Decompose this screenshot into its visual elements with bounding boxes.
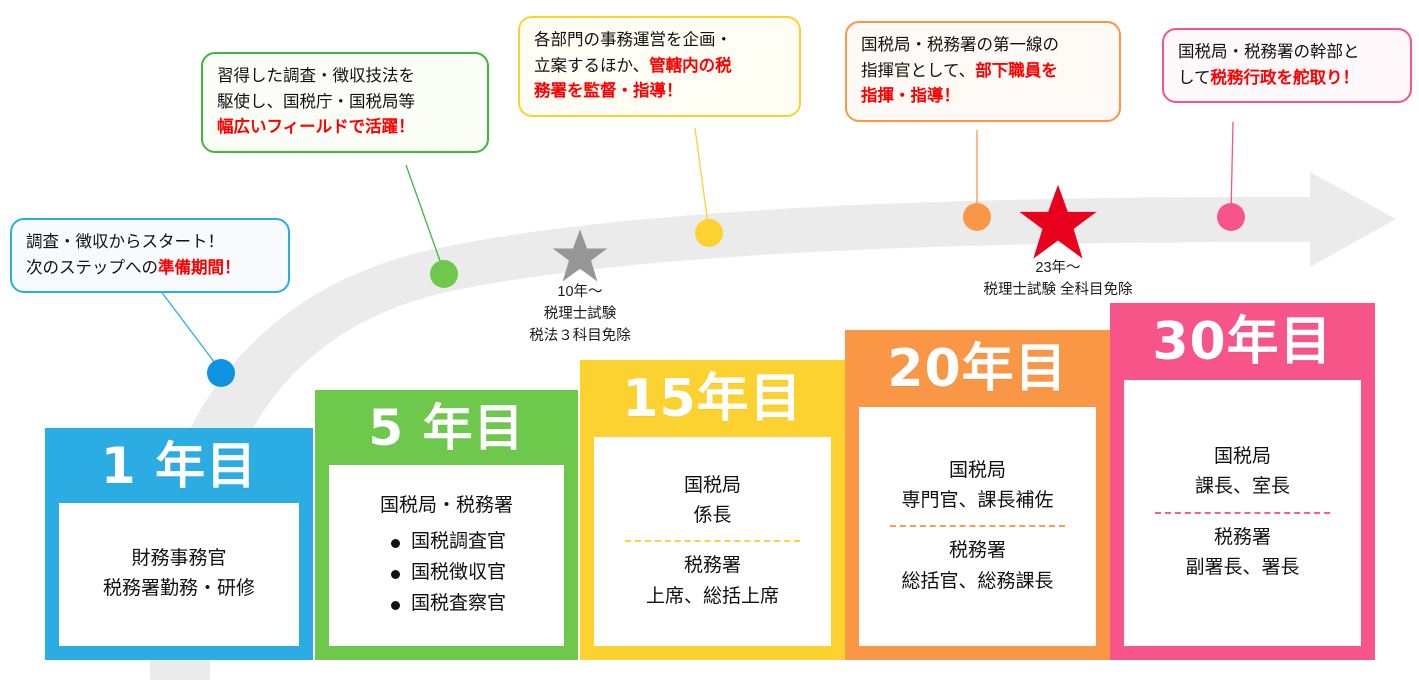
list-item: 国税査察官 — [387, 589, 506, 620]
step-card-year-20-divider — [889, 525, 1066, 528]
step-card-year-20-title: 20年目 — [887, 339, 1068, 399]
callout-text: 習得した調査・徴収技法を — [217, 67, 415, 85]
step-card-year-15-line-1: 国税局 — [683, 474, 741, 496]
step-card-year-30-title: 30年目 — [1152, 312, 1333, 372]
leader-line-1 — [159, 289, 222, 372]
milestone-dot-year-1 — [207, 359, 235, 387]
step-card-year-20-line-2: 専門官、課長補佐 — [901, 489, 1054, 511]
step-card-year-15-title: 15年目 — [622, 369, 803, 429]
callout-highlight-text: 幅広いフィールドで活躍！ — [217, 118, 415, 137]
callout-highlight-text: 準備期間！ — [158, 258, 241, 277]
list-item: 国税徴収官 — [387, 558, 506, 589]
callout-year-5-line-1: 習得した調査・徴収技法を — [217, 64, 473, 90]
gray-star-caption-line-3: 税法３科目免除 — [529, 327, 631, 344]
callout-year-30-line-1: 国税局・税務署の幹部と — [1178, 40, 1396, 66]
step-card-year-30-divider — [1154, 511, 1331, 514]
gray-star-icon — [552, 229, 608, 282]
milestone-dot-year-5 — [430, 260, 458, 288]
callout-text: 指揮官として、 — [861, 61, 976, 80]
step-card-year-1-body: 財務事務官 税務署勤務・研修 — [59, 502, 299, 646]
red-star-caption-line-1: 23年〜 — [1035, 260, 1081, 276]
callout-year-1-line-2: 次のステップへの準備期間！ — [26, 256, 274, 282]
step-card-year-15-line-4: 上席、総括上席 — [645, 585, 779, 607]
step-card-year-15-line-3: 税務署 — [683, 555, 741, 577]
callout-year-5[interactable]: 習得した調査・徴収技法を 駆使し、国税庁・国税局等 幅広いフィールドで活躍！ — [201, 52, 489, 153]
callout-year-15-line-2: 立案するほか、管轄内の税 — [534, 54, 785, 80]
step-card-year-1[interactable]: 1 年目 財務事務官 税務署勤務・研修 — [45, 428, 313, 660]
callout-highlight-text: 務署を監督・指導！ — [534, 82, 683, 101]
step-card-year-30-line-4: 副署長、署長 — [1185, 557, 1300, 579]
leader-line-2 — [405, 164, 445, 273]
step-card-year-1-line-2: 税務署勤務・研修 — [102, 578, 255, 600]
callout-text: 次のステップへの — [26, 258, 158, 277]
step-card-year-30-body: 国税局 課長、室長 税務署 副署長、署長 — [1124, 379, 1361, 646]
callout-highlight-text: 部下職員を — [975, 61, 1058, 80]
callout-text: 立案するほか、 — [534, 56, 650, 75]
step-card-year-20[interactable]: 20年目 国税局 専門官、課長補佐 税務署 総括官、総務課長 — [845, 330, 1110, 660]
step-card-year-15[interactable]: 15年目 国税局 係長 税務署 上席、総括上席 — [580, 360, 845, 660]
step-card-year-15-body: 国税局 係長 税務署 上席、総括上席 — [594, 436, 831, 646]
milestone-dot-year-15 — [695, 219, 723, 247]
step-card-year-20-line-4: 総括官、総務課長 — [901, 570, 1054, 592]
callout-text: 各部門の事務運営を企画・ — [534, 31, 732, 49]
step-card-year-20-line-1: 国税局 — [948, 459, 1006, 481]
callout-year-20[interactable]: 国税局・税務署の第一線の 指揮官として、部下職員を 指揮・指導！ — [845, 21, 1121, 122]
callout-year-15[interactable]: 各部門の事務運営を企画・ 立案するほか、管轄内の税 務署を監督・指導！ — [518, 16, 801, 117]
callout-year-20-line-3: 指揮・指導！ — [861, 84, 1105, 110]
gray-star-caption: 10年〜 税理士試験 税法３科目免除 — [480, 282, 680, 347]
step-card-year-20-line-3: 税務署 — [948, 540, 1006, 562]
callout-year-30-line-2: して税務行政を舵取り！ — [1178, 66, 1396, 92]
leader-line-5 — [1230, 121, 1234, 215]
step-card-year-5[interactable]: 5 年目 国税局・税務署 国税調査官 国税徴収官 国税査察官 — [315, 390, 578, 660]
step-card-year-30-line-2: 課長、室長 — [1194, 476, 1290, 498]
gray-star-caption-line-2: 税理士試験 — [543, 305, 617, 322]
step-card-year-1-line-1: 財務事務官 — [131, 547, 227, 569]
step-card-year-5-header: 国税局・税務署 — [379, 494, 513, 516]
step-card-year-30-line-1: 国税局 — [1213, 446, 1271, 468]
red-star-caption: 23年〜 税理士試験 全科目免除 — [938, 258, 1178, 302]
callout-year-30[interactable]: 国税局・税務署の幹部と して税務行政を舵取り！ — [1162, 28, 1412, 104]
callout-highlight-text: 税務行政を舵取り！ — [1210, 68, 1360, 87]
step-card-year-5-body: 国税局・税務署 国税調査官 国税徴収官 国税査察官 — [329, 464, 564, 646]
step-card-year-15-divider — [624, 540, 801, 543]
callout-year-5-line-2: 駆使し、国税庁・国税局等 — [217, 90, 473, 116]
step-card-year-1-title: 1 年目 — [100, 437, 258, 495]
step-card-year-20-body: 国税局 専門官、課長補佐 税務署 総括官、総務課長 — [859, 406, 1096, 646]
step-card-year-30[interactable]: 30年目 国税局 課長、室長 税務署 副署長、署長 — [1110, 303, 1375, 660]
callout-highlight-text: 管轄内の税 — [649, 56, 732, 75]
red-star-icon — [1019, 184, 1097, 259]
callout-year-15-line-3: 務署を監督・指導！ — [534, 79, 785, 105]
step-card-year-5-title: 5 年目 — [368, 399, 525, 457]
callout-year-20-line-1: 国税局・税務署の第一線の — [861, 33, 1105, 59]
callout-text: して — [1178, 68, 1211, 87]
callout-text: 駆使し、国税庁・国税局等 — [217, 92, 415, 111]
leader-line-3 — [694, 127, 710, 233]
callout-year-1-line-1: 調査・徴収からスタート！ — [26, 230, 274, 256]
milestone-dot-year-20 — [963, 203, 991, 231]
callout-year-20-line-2: 指揮官として、部下職員を — [861, 59, 1105, 85]
gray-star-caption-line-1: 10年〜 — [557, 284, 603, 300]
callout-year-15-line-1: 各部門の事務運営を企画・ — [534, 28, 785, 54]
callout-text: 調査・徴収からスタート！ — [26, 233, 224, 251]
step-card-year-5-bullet-list: 国税調査官 国税徴収官 国税査察官 — [387, 527, 506, 619]
callout-year-5-line-3: 幅広いフィールドで活躍！ — [217, 115, 473, 141]
step-card-year-15-line-2: 係長 — [693, 504, 732, 526]
milestone-dot-year-30 — [1217, 203, 1245, 231]
callout-text: 国税局・税務署の幹部と — [1178, 43, 1360, 61]
red-star-caption-line-2: 税理士試験 全科目免除 — [983, 281, 1133, 298]
callout-year-1[interactable]: 調査・徴収からスタート！ 次のステップへの準備期間！ — [10, 218, 290, 294]
step-card-year-30-line-3: 税務署 — [1213, 526, 1271, 548]
callout-highlight-text: 指揮・指導！ — [861, 87, 960, 106]
list-item: 国税調査官 — [387, 527, 506, 558]
callout-text: 国税局・税務署の第一線の — [861, 36, 1059, 54]
growth-arrow-shape — [150, 172, 1396, 680]
